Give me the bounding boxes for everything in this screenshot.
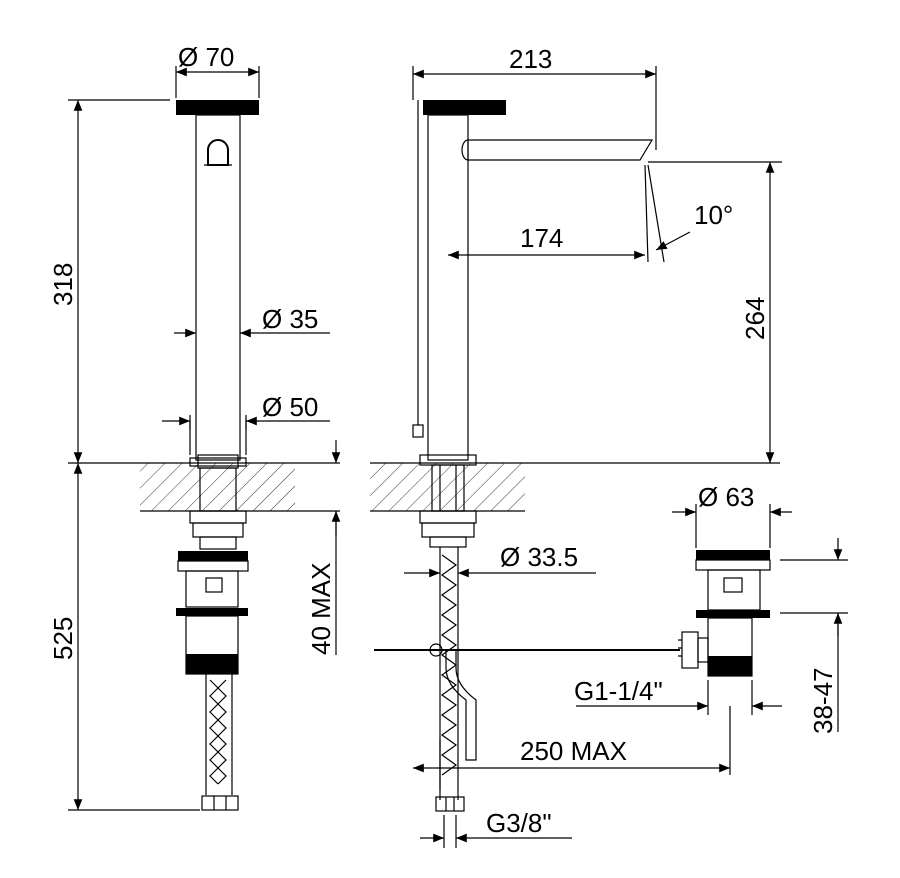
- side-countertop: [370, 463, 525, 511]
- label-174: 174: [520, 223, 563, 253]
- front-logo-icon: [207, 139, 229, 166]
- label-dia50: Ø 50: [262, 392, 318, 422]
- side-spout: [467, 139, 654, 161]
- label-525: 525: [48, 617, 78, 660]
- label-264: 264: [740, 297, 770, 340]
- label-g1-1-4: G1-1/4": [574, 676, 663, 706]
- side-body: [427, 114, 469, 461]
- label-10deg: 10°: [694, 200, 733, 230]
- label-dia70: Ø 70: [178, 42, 234, 72]
- front-cap: [176, 100, 259, 115]
- label-dia35: Ø 35: [262, 304, 318, 334]
- label-g3-8: G3/8": [486, 808, 552, 838]
- front-body: [195, 114, 241, 461]
- label-dia63: Ø 63: [698, 482, 754, 512]
- front-countertop: [140, 463, 295, 511]
- front-view: Ø 70 318 Ø 35 Ø 50 525 40 MAX: [48, 42, 341, 811]
- side-cap: [423, 100, 506, 115]
- label-40max: 40 MAX: [306, 563, 336, 656]
- label-250max: 250 MAX: [520, 736, 627, 766]
- label-213: 213: [509, 44, 552, 74]
- label-dia33-5: Ø 33.5: [500, 542, 578, 572]
- label-38-47: 38-47: [808, 668, 838, 735]
- side-view: 213 174 10° 264 Ø 33.5 Ø 63 38-47: [370, 44, 848, 848]
- label-318: 318: [48, 263, 78, 306]
